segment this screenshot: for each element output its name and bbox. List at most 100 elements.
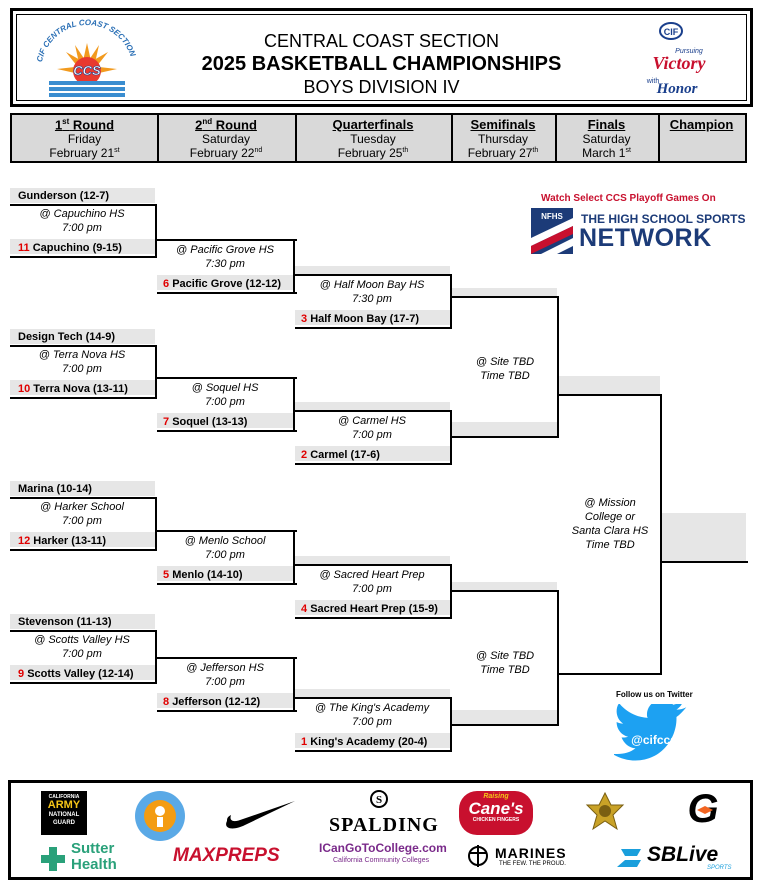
seed-number: 11 bbox=[18, 242, 33, 254]
team-slot-shade bbox=[10, 329, 155, 344]
seed-number: 8 bbox=[163, 696, 173, 708]
bracket-line bbox=[155, 630, 157, 684]
team-name: 10 Terra Nova (13-11) bbox=[18, 383, 128, 395]
bracket-line bbox=[295, 750, 452, 752]
bracket-line bbox=[295, 564, 452, 566]
bracket-line bbox=[293, 530, 295, 585]
game-location: @ Scotts Valley HS bbox=[34, 634, 130, 646]
bracket-line bbox=[157, 710, 297, 712]
round-day: Tuesday bbox=[350, 132, 396, 146]
team-name: Stevenson (11-13) bbox=[18, 616, 112, 628]
army-national-guard-logo: CALIFORNIA ARMY NATIONAL GUARD bbox=[41, 791, 87, 835]
nfhs-logo[interactable]: NFHS THE HIGH SCHOOL SPORTS NETWORK bbox=[531, 208, 745, 254]
bracket-line bbox=[295, 274, 452, 276]
game-location: @ Sacred Heart Prep bbox=[319, 569, 425, 581]
bracket-line bbox=[10, 397, 157, 399]
game-time: 7:00 pm bbox=[352, 429, 392, 441]
bracket-line bbox=[557, 296, 559, 438]
bracket-line bbox=[557, 590, 559, 726]
bracket-line bbox=[295, 327, 452, 329]
finals-location-3: Santa Clara HS bbox=[571, 525, 649, 537]
svg-text:@cifccs: @cifccs bbox=[631, 733, 677, 747]
seed-number: 4 bbox=[301, 603, 311, 615]
team-slot-shade bbox=[295, 600, 450, 615]
team-name: Gunderson (12-7) bbox=[18, 190, 110, 202]
bracket-line bbox=[157, 377, 297, 379]
bracket-line bbox=[10, 549, 157, 551]
round-name: Quarterfinals bbox=[332, 117, 414, 132]
game-location: @ The King's Academy bbox=[314, 702, 430, 714]
round-name: Semifinals bbox=[470, 117, 536, 132]
team-slot-shade bbox=[295, 266, 450, 274]
raising-canes-logo: Raising Cane's CHICKEN FINGERS bbox=[459, 791, 533, 835]
team-label: Sacred Heart Prep (15-9) bbox=[310, 603, 438, 615]
team-label: Terra Nova (13-11) bbox=[33, 383, 128, 395]
team-slot-shade bbox=[662, 513, 746, 561]
seed-number: 9 bbox=[18, 668, 28, 680]
team-slot-shade bbox=[295, 689, 450, 697]
game-location: @ Site TBD bbox=[475, 356, 535, 368]
game-location: @ Terra Nova HS bbox=[38, 349, 126, 361]
victory-honor-logo: CIF Pursuing Victory with Honor bbox=[627, 19, 727, 101]
team-name: 6 Pacific Grove (12-12) bbox=[163, 278, 281, 290]
icangotocollege-sub: California Community Colleges bbox=[333, 857, 430, 864]
team-name: 1 King's Academy (20-4) bbox=[301, 736, 427, 748]
bracket-line bbox=[157, 239, 297, 241]
team-name: 11 Capuchino (9-15) bbox=[18, 242, 122, 254]
team-slot-shade bbox=[157, 693, 295, 708]
game-location: @ Half Moon Bay HS bbox=[319, 279, 425, 291]
team-label: Pacific Grove (12-12) bbox=[172, 278, 282, 290]
game-time: Time TBD bbox=[480, 370, 530, 382]
team-name: Design Tech (14-9) bbox=[18, 331, 115, 343]
bracket-line bbox=[295, 697, 452, 699]
bracket-line bbox=[10, 204, 157, 206]
bracket-line bbox=[450, 274, 452, 329]
round-day: Thursday bbox=[477, 132, 529, 146]
team-slot-shade bbox=[10, 532, 155, 547]
twitter-bird-icon[interactable]: @cifccs bbox=[612, 699, 694, 768]
team-slot-shade bbox=[10, 665, 155, 680]
maxpreps-logo: MAXPREPS bbox=[173, 845, 280, 866]
header-title: 2025 BASKETBALL CHAMPIONSHIPS bbox=[201, 53, 562, 75]
team-slot-shade bbox=[10, 239, 155, 254]
game-location: @ Site TBD bbox=[475, 650, 535, 662]
ccs-logo-center: CCS bbox=[73, 63, 101, 78]
team-label: Soquel (13-13) bbox=[172, 416, 248, 428]
bracket-line bbox=[450, 564, 452, 619]
bracket-line bbox=[10, 497, 157, 499]
round-date: March 1st bbox=[582, 146, 631, 160]
header-box: CENTRAL COAST SECTION 2025 BASKETBALL CH… bbox=[10, 8, 753, 107]
team-name: 4 Sacred Heart Prep (15-9) bbox=[301, 603, 438, 615]
finals-time: Time TBD bbox=[585, 539, 635, 551]
team-slot-shade bbox=[295, 402, 450, 410]
bracket-line bbox=[452, 296, 559, 298]
seed-number: 3 bbox=[301, 313, 311, 325]
bracket-line bbox=[157, 657, 297, 659]
bracket-line bbox=[155, 345, 157, 399]
team-slot-shade bbox=[10, 481, 155, 496]
bracket-line bbox=[10, 345, 157, 347]
team-label: Scotts Valley (12-14) bbox=[27, 668, 134, 680]
sponsor-box: CALIFORNIA ARMY NATIONAL GUARD S SPALDIN… bbox=[8, 780, 753, 880]
round-day: Friday bbox=[67, 132, 102, 147]
finals-location-1: @ Mission bbox=[584, 497, 636, 509]
bracket-line bbox=[157, 583, 297, 585]
seed-number: 1 bbox=[301, 736, 311, 748]
svg-text:S: S bbox=[376, 794, 382, 806]
team-slot-shade bbox=[295, 556, 450, 564]
round-date: February 21st bbox=[49, 146, 120, 161]
bracket-line bbox=[157, 530, 297, 532]
round-day: Saturday bbox=[201, 132, 251, 147]
spalding-logo: S SPALDING bbox=[329, 789, 438, 836]
game-location: @ Soquel HS bbox=[191, 382, 259, 394]
team-slot-shade bbox=[157, 275, 295, 290]
team-label: Jefferson (12-12) bbox=[172, 696, 261, 708]
finals-location-2: College or bbox=[584, 511, 636, 523]
header-line-1: CENTRAL COAST SECTION bbox=[263, 31, 500, 51]
team-name: 3 Half Moon Bay (17-7) bbox=[301, 313, 419, 325]
